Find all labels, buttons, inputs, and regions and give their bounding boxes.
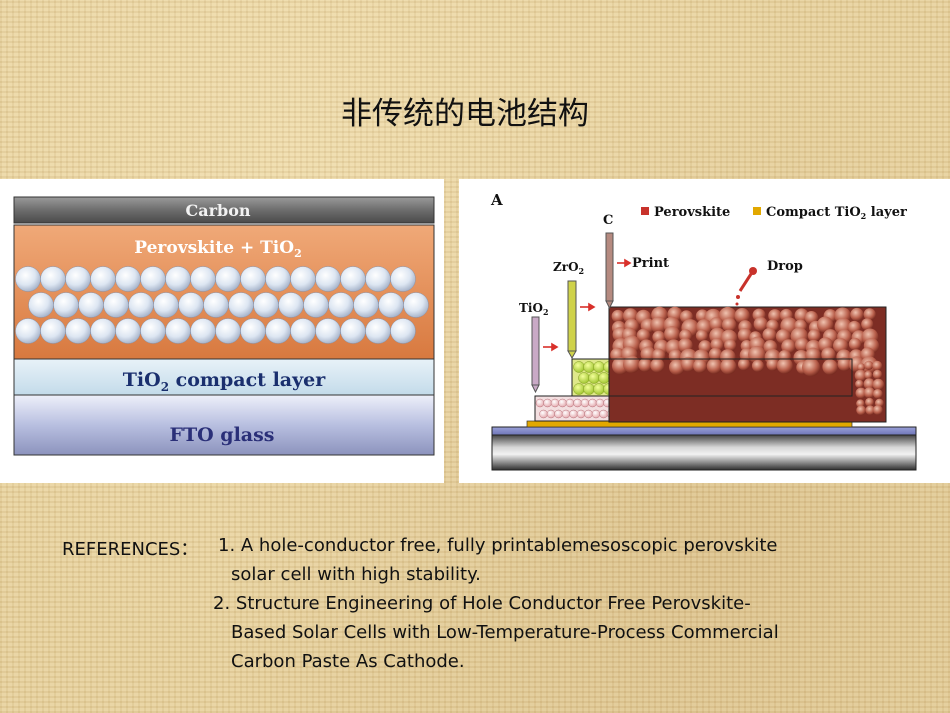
printing-process-svg: A Perovskite Compact TiO2 layer TiO2 [490, 191, 917, 471]
reference-2-line-2: Based Solar Cells with Low-Temperature-P… [231, 622, 779, 643]
slide-title: 非传统的电池结构 [341, 96, 589, 132]
reference-1-line-1: 1. A hole-conductor free, fully printabl… [218, 535, 778, 556]
legend-compact-swatch [753, 207, 761, 215]
fto-glass-layer [13, 394, 435, 456]
tio2-compact-layer [13, 358, 435, 396]
tio2-nanoparticles [15, 266, 429, 344]
perovskite-tio2-label: Perovskite + TiO2 [134, 238, 301, 260]
tio2-nozzle-label: TiO2 [519, 301, 549, 317]
fto-glass-label: FTO glass [169, 424, 274, 446]
layer-stack-svg: Carbon Perovskite + TiO2 TiO2 compact la… [13, 196, 435, 456]
panel-letter: A [490, 191, 503, 209]
references-label: REFERENCES： [62, 539, 199, 560]
reference-2-line-3: Carbon Paste As Cathode. [231, 651, 465, 672]
tio2-compact-label: TiO2 compact layer [123, 369, 326, 394]
print-arrows [543, 258, 632, 352]
printing-process-diagram: A Perovskite Compact TiO2 layer TiO2 [459, 179, 950, 483]
legend-compact-label: Compact TiO2 layer [766, 205, 907, 221]
zro2-nozzle-label: ZrO2 [553, 260, 584, 276]
drop-label: Drop [767, 259, 803, 274]
print-label: Print [632, 256, 669, 271]
dropper-icon [735, 267, 757, 306]
zro2-nozzle [567, 280, 577, 360]
device-structure-diagram: Carbon Perovskite + TiO2 TiO2 compact la… [0, 179, 444, 483]
reference-2-line-1: 2. Structure Engineering of Hole Conduct… [213, 593, 751, 614]
carbon-nozzle-label: C [603, 213, 613, 228]
carbon-nozzle [605, 232, 614, 310]
carbon-particles [610, 306, 885, 416]
fto-substrate [491, 426, 917, 436]
carbon-label: Carbon [185, 201, 250, 220]
base-substrate [491, 434, 917, 471]
tio2-nozzle [531, 316, 540, 394]
legend-perovskite-swatch [641, 207, 649, 215]
reference-1-line-2: solar cell with high stability. [231, 564, 481, 585]
carbon-layer [13, 196, 435, 224]
legend-perovskite-label: Perovskite [654, 205, 730, 220]
